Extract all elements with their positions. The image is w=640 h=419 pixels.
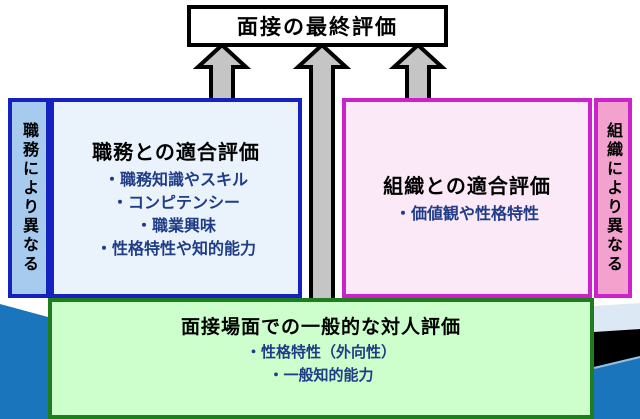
organization-varies-strip: 組織により異なる: [594, 98, 632, 298]
job-fit-bullet: ・性格特性や知的能力: [95, 239, 256, 259]
final-evaluation-label: 面接の最終評価: [237, 15, 398, 39]
bottom-left-wave-shape: [0, 304, 48, 419]
bottom-right-wave-shape: [594, 358, 640, 419]
job-fit-title: 職務との適合評価: [92, 139, 260, 164]
job-fit-evaluation-box: 職務との適合評価 ・職務知識やスキル ・コンピテンシー ・職業興味 ・性格特性や…: [50, 98, 302, 298]
organization-varies-label: 組織により異なる: [604, 122, 623, 274]
interpersonal-evaluation-title: 面接場面での一般的な対人評価: [180, 316, 461, 338]
interpersonal-bullet: ・一般知的能力: [268, 365, 374, 384]
job-fit-bullet: ・職業興味: [135, 216, 216, 235]
final-evaluation-box: 面接の最終評価: [187, 5, 448, 47]
up-arrow-center-icon: [292, 42, 352, 304]
job-varies-strip: 職務により異なる: [8, 98, 50, 298]
up-arrow-right-icon: [388, 42, 448, 104]
organization-fit-evaluation-box: 組織との適合評価 ・価値観や性格特性: [342, 98, 592, 298]
bottom-right-pale-band: [594, 303, 640, 332]
organization-fit-title: 組織との適合評価: [383, 174, 551, 199]
up-arrow-left-icon: [192, 42, 252, 104]
interpersonal-evaluation-box: 面接場面での一般的な対人評価 ・性格特性（外向性） ・一般知的能力: [48, 298, 594, 419]
wave-highlight-line: [593, 356, 640, 369]
organization-fit-bullet: ・価値観や性格特性: [394, 204, 539, 224]
job-fit-bullet: ・職務知識やスキル: [103, 169, 248, 189]
job-varies-label: 職務により異なる: [20, 122, 39, 274]
job-fit-bullet: ・コンピテンシー: [111, 192, 240, 212]
interpersonal-bullet: ・性格特性（外向性）: [245, 343, 396, 361]
